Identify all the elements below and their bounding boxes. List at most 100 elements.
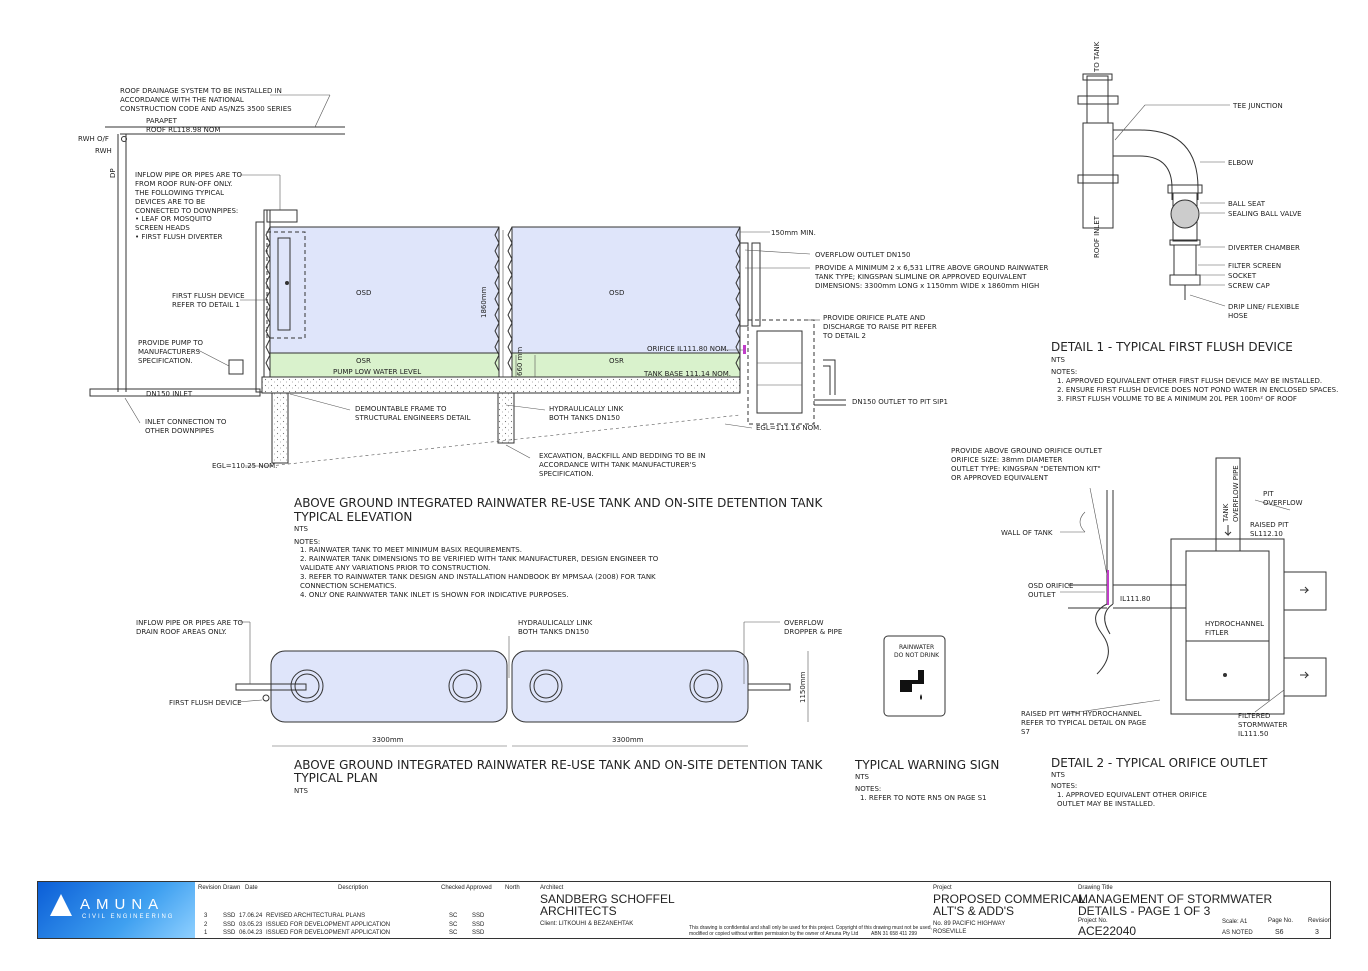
- rev-1-drawn: SSD: [223, 930, 236, 936]
- elevation-note-4: 4. ONLY ONE RAINWATER TANK INLET IS SHOW…: [300, 591, 569, 599]
- inflow-note-4: DEVICES ARE TO BE: [135, 198, 205, 206]
- sign-text-1: RAINWATER: [899, 644, 934, 651]
- dim-1860-label: 1860mm: [480, 286, 488, 318]
- dn150-outlet-label: DN150 OUTLET TO PIT SIP1: [852, 398, 948, 406]
- inflow-note-3: THE FOLLOWING TYPICAL: [134, 189, 224, 197]
- project-no: ACE22040: [1078, 924, 1137, 938]
- rev-3-approved: SSD: [472, 913, 485, 919]
- plan-hydraulic-link-2: BOTH TANKS DN150: [518, 628, 589, 636]
- rev-2-desc: ISSUED FOR DEVELOPMENT APPLICATION: [266, 922, 391, 928]
- logo-triangle-icon: [50, 894, 72, 916]
- elevation-notes-label: NOTES:: [294, 538, 320, 546]
- rev-1-checked: SC: [449, 930, 458, 936]
- socket-label: SOCKET: [1228, 272, 1257, 280]
- overflow-outlet-label: OVERFLOW OUTLET DN150: [815, 251, 911, 259]
- detail-2-drawing: [1060, 457, 1327, 715]
- tank-1-osd: [269, 226, 500, 354]
- detail-1-drawing: [1077, 73, 1230, 307]
- tank-overflow-label-1: TANK: [1222, 503, 1230, 523]
- project-no-label: Project No.: [1078, 918, 1108, 924]
- drip-line-2: HOSE: [1228, 312, 1248, 320]
- inflow-note-5: CONNECTED TO DOWNPIPES:: [135, 207, 238, 215]
- roof-drainage-note-2: ACCORDANCE WITH THE NATIONAL: [120, 96, 244, 104]
- inflow-note-8: • FIRST FLUSH DIVERTER: [135, 233, 223, 241]
- page-value: S6: [1275, 929, 1284, 936]
- sign-nts: NTS: [855, 773, 870, 781]
- rev-2-drawn: SSD: [223, 922, 236, 928]
- detail-2-labels: PROVIDE ABOVE GROUND ORIFICE OUTLET ORIF…: [951, 447, 1303, 808]
- plan-overflow-1: OVERFLOW: [784, 619, 824, 627]
- drawing-title-label: Drawing Title: [1078, 885, 1113, 891]
- egl-left-label: EGL=110.25 NOM.: [212, 462, 277, 470]
- detail-1-title: DETAIL 1 - TYPICAL FIRST FLUSH DEVICE: [1051, 340, 1293, 354]
- wall-of-tank-label: WALL OF TANK: [1001, 529, 1053, 537]
- orifice-note-2: ORIFICE SIZE: 38mm DIAMETER: [951, 456, 1063, 464]
- elevation-title-1: ABOVE GROUND INTEGRATED RAINWATER RE-USE…: [294, 496, 824, 510]
- tank-1-osd-label: OSD: [356, 289, 371, 297]
- roof-drainage-note-1: ROOF DRAINAGE SYSTEM TO BE INSTALLED IN: [120, 87, 282, 95]
- revision-value: 3: [1315, 929, 1319, 936]
- hydrochannel-1: HYDROCHANNEL: [1205, 620, 1264, 628]
- plan-drawing: [235, 621, 809, 747]
- sealing-ball-label: SEALING BALL VALVE: [1228, 210, 1302, 218]
- detail-1-note-1: 1. APPROVED EQUIVALENT OTHER FIRST FLUSH…: [1057, 377, 1322, 385]
- ball-seat-label: BALL SEAT: [1228, 200, 1266, 208]
- pump-note-2: MANUFACTURERS: [138, 348, 201, 356]
- elevation-drawing: [89, 94, 846, 467]
- roof-inlet-label: ROOF INLET: [1093, 215, 1101, 258]
- orifice-plate-2: DISCHARGE TO RAISE PIT REFER: [823, 323, 937, 331]
- inlet-connection-1: INLET CONNECTION TO: [145, 418, 227, 426]
- raised-pit-1: RAISED PIT: [1250, 521, 1289, 529]
- title-block: AMUNA CIVIL ENGINEERING Revision Drawn D…: [37, 881, 1331, 939]
- rev-2-checked: SC: [449, 922, 458, 928]
- dn150-inlet-label: DN150 INLET: [146, 390, 193, 398]
- sign-notes-label: NOTES:: [855, 785, 881, 793]
- plan-dim-3300-b: 3300mm: [612, 736, 644, 744]
- elevation-nts: NTS: [294, 525, 309, 533]
- drip-line-1: DRIP LINE/ FLEXIBLE: [1228, 303, 1299, 311]
- excavation-note-3: SPECIFICATION.: [539, 470, 594, 478]
- detail-2-note-2: OUTLET MAY BE INSTALLED.: [1057, 800, 1155, 808]
- tank-2-osr: [511, 352, 741, 378]
- orifice-note-1: PROVIDE ABOVE GROUND ORIFICE OUTLET: [951, 447, 1103, 455]
- detail-2-nts: NTS: [1051, 771, 1066, 779]
- raised-note-2: REFER TO TYPICAL DETAIL ON PAGE: [1021, 719, 1146, 727]
- sign-title: TYPICAL WARNING SIGN: [854, 758, 999, 772]
- demountable-note-1: DEMOUNTABLE FRAME TO: [355, 405, 447, 413]
- scale-value: AS NOTED: [1222, 930, 1253, 936]
- plan-dim-3300-a: 3300mm: [372, 736, 404, 744]
- tank-2-osd: [511, 226, 741, 354]
- sign-labels: RAINWATER DO NOT DRINK TYPICAL WARNING S…: [854, 644, 999, 802]
- address-1: No. 89 PACIFIC HIGHWAY: [933, 921, 1006, 927]
- sign-text-2: DO NOT DRINK: [894, 652, 940, 659]
- plan-labels: INFLOW PIPE OR PIPES ARE TO DRAIN ROOF A…: [136, 619, 842, 795]
- dim-660-label: 660 mm: [516, 347, 524, 376]
- plan-tank-1: [270, 650, 508, 723]
- tank-2-osr-label: OSR: [609, 357, 624, 365]
- logo-name: AMUNA: [80, 896, 165, 913]
- project-label: Project: [933, 885, 952, 891]
- confidential-2: modified or copied without written permi…: [689, 931, 859, 937]
- hdr-checked: Checked: [441, 885, 465, 891]
- rwh-of-label: RWH O/F: [78, 135, 109, 143]
- provide-tanks-2: TANK TYPE; KINGSPAN SLIMLINE OR APPROVED…: [814, 273, 1027, 281]
- hydraulic-link-1: HYDRAULICALLY LINK: [549, 405, 624, 413]
- pit-overflow-2: OVERFLOW: [1263, 499, 1303, 507]
- rev-3-date: 17.06.24: [239, 913, 263, 919]
- rev-1-number: 1: [204, 930, 208, 936]
- plan-nts: NTS: [294, 787, 309, 795]
- architect-name-1: SANDBERG SCHOFFEL: [540, 892, 675, 906]
- page-label: Page No.: [1268, 918, 1294, 924]
- tank-base-label: TANK BASE 111.14 NOM.: [643, 370, 731, 378]
- raised-note-3: S7: [1021, 728, 1030, 736]
- excavation-note-1: EXCAVATION, BACKFILL AND BEDDING TO BE I…: [539, 452, 705, 460]
- rev-1-desc: ISSUED FOR DEVELOPMENT APPLICATION: [266, 930, 391, 936]
- project-name-2: ALT'S & ADD'S: [933, 904, 1015, 918]
- hydraulic-link-2: BOTH TANKS DN150: [549, 414, 620, 422]
- egl-right-label: EGL=111.16 NOM.: [756, 424, 821, 432]
- elevation-title-2: TYPICAL ELEVATION: [293, 510, 412, 524]
- elevation-note-2: 2. RAINWATER TANK DIMENSIONS TO BE VERIF…: [300, 555, 659, 563]
- tank-overflow-label-2: OVERFLOW PIPE: [1232, 465, 1240, 522]
